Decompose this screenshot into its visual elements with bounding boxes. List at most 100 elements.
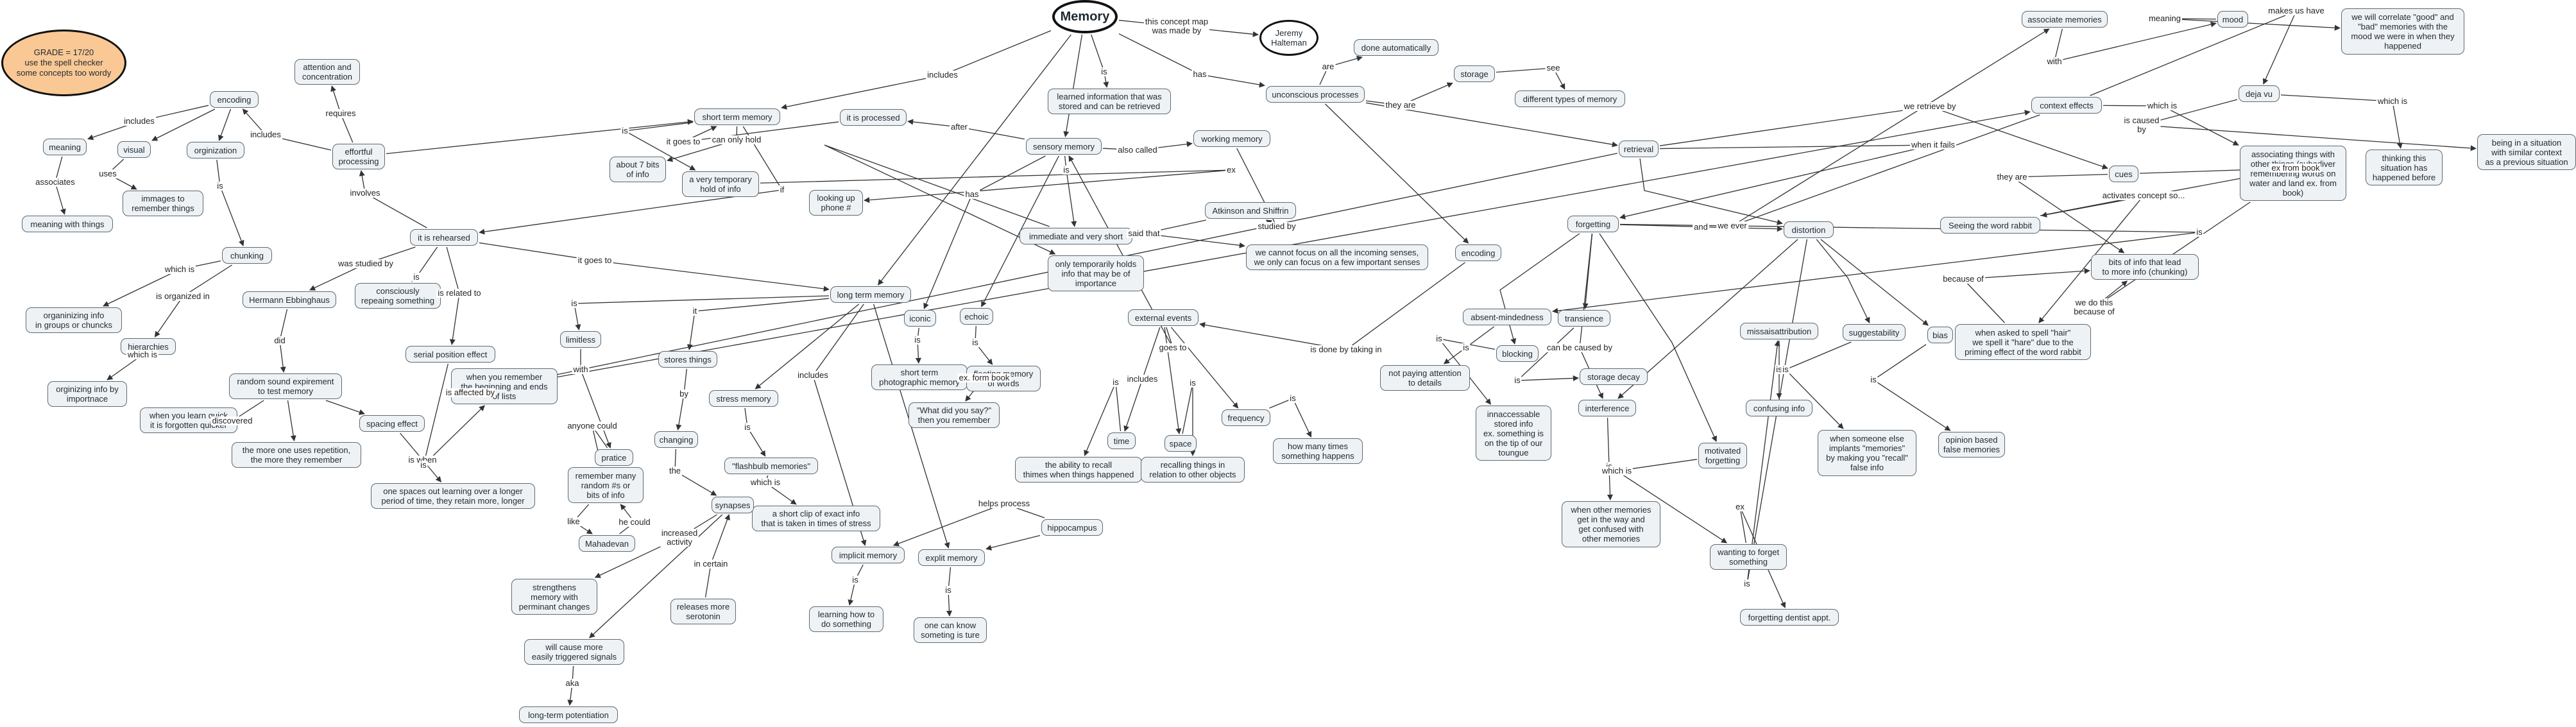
concept-node-title[interactable]: Memory: [1052, 0, 1118, 33]
concept-node-distortion[interactable]: distortion: [1784, 221, 1834, 238]
concept-node-whatsay[interactable]: "What did you say?" then you remember: [908, 402, 1000, 428]
concept-node-blocking[interactable]: blocking: [1496, 345, 1539, 362]
concept-node-organizingchunks[interactable]: organinizing info in groups or chuncks: [26, 307, 122, 333]
concept-node-remembermany[interactable]: remember many random #s or bits of info: [568, 467, 644, 503]
concept-node-shortclip[interactable]: a short clip of exact info that is taken…: [752, 506, 880, 531]
concept-node-organization[interactable]: orginization: [187, 142, 244, 158]
concept-node-howmany[interactable]: how many times something happens: [1273, 438, 1363, 464]
concept-node-consciously[interactable]: consciously repeaing something: [355, 283, 441, 309]
concept-node-absentmind[interactable]: absent-mindedness: [1463, 309, 1551, 325]
concept-node-iconic[interactable]: iconic: [904, 310, 936, 327]
concept-node-grade[interactable]: GRADE = 17/20 use the spell checker some…: [1, 30, 126, 96]
concept-node-randomsound[interactable]: random sound expirement to test memory: [229, 373, 342, 399]
concept-node-sensory[interactable]: sensory memory: [1026, 138, 1102, 155]
concept-node-whenother[interactable]: when other memories get in the way and g…: [1562, 501, 1660, 547]
concept-node-implicit[interactable]: implicit memory: [832, 547, 905, 563]
concept-node-immages[interactable]: immages to remember things: [123, 191, 203, 216]
concept-node-mahadevan[interactable]: Mahadevan: [579, 535, 635, 552]
concept-node-shortphoto[interactable]: short term photographic memory: [871, 364, 968, 390]
concept-node-whenlearn[interactable]: when you learn quick it is forgotten qui…: [140, 407, 237, 433]
concept-node-seeingrabbit[interactable]: Seeing the word rabbit: [1940, 217, 2040, 234]
concept-node-cues[interactable]: cues: [2109, 166, 2138, 182]
concept-node-recalltimes[interactable]: the ability to recall thimes when things…: [1015, 457, 1142, 483]
concept-node-onespaces[interactable]: one spaces out learning over a longer pe…: [371, 483, 535, 509]
concept-node-encoding2[interactable]: encoding: [1455, 244, 1501, 261]
concept-node-correlate[interactable]: we will correlate "good" and "bad" memor…: [2341, 8, 2464, 55]
concept-node-about7[interactable]: about 7 bits of info: [610, 157, 666, 182]
concept-node-changing[interactable]: changing: [654, 431, 698, 448]
concept-node-strengthens[interactable]: strengthens memory with perminant change…: [511, 579, 597, 615]
concept-node-oneknow[interactable]: one can know someting is ture: [914, 617, 987, 643]
concept-node-phone[interactable]: looking up phone #: [809, 190, 863, 216]
concept-node-dentist[interactable]: forgetting dentist appt.: [1740, 609, 1839, 626]
concept-node-explicit[interactable]: explit memory: [918, 549, 985, 566]
concept-node-encoding[interactable]: encoding: [210, 91, 259, 108]
concept-node-dejavu[interactable]: deja vu: [2239, 85, 2280, 102]
concept-node-immediate[interactable]: immediate and very short: [1019, 228, 1132, 244]
concept-node-interference[interactable]: interference: [1578, 400, 1636, 416]
concept-node-stm[interactable]: short term memory: [694, 108, 780, 125]
concept-node-doneauto[interactable]: done automatically: [1354, 39, 1438, 56]
concept-node-retrieval[interactable]: retrieval: [1619, 141, 1659, 157]
concept-node-recallthings[interactable]: recalling things in relation to other ob…: [1141, 457, 1245, 483]
concept-node-unconscious[interactable]: unconscious processes: [1266, 86, 1365, 103]
concept-node-inaccessable[interactable]: innaccessable stored info ex. something …: [1476, 406, 1551, 461]
concept-node-rehearsed[interactable]: it is rehearsed: [410, 229, 478, 246]
concept-node-missattrib[interactable]: missaisattribution: [1740, 323, 1818, 339]
concept-node-storagedecay[interactable]: storage decay: [1580, 368, 1648, 385]
concept-node-bias[interactable]: bias: [1927, 327, 1953, 343]
concept-node-ebbinghaus[interactable]: Hermann Ebbinghaus: [243, 291, 336, 308]
concept-node-meaningthings[interactable]: meaning with things: [22, 216, 113, 232]
concept-node-whenasked[interactable]: when asked to spell "hair" we spell it "…: [1955, 324, 2091, 360]
concept-node-whenremember[interactable]: when you remember the beginning and ends…: [451, 368, 558, 404]
concept-node-whensomeone[interactable]: when someone else implants "memories" by…: [1818, 430, 1916, 476]
concept-node-forgetting[interactable]: forgetting: [1567, 216, 1619, 232]
concept-node-serialpos[interactable]: serial position effect: [405, 346, 495, 363]
concept-node-moreuses[interactable]: the more one uses repetition, the more t…: [232, 442, 361, 468]
concept-node-difftypes[interactable]: different types of memory: [1515, 90, 1625, 107]
concept-node-meaning[interactable]: meaning: [43, 139, 87, 155]
concept-node-temphold[interactable]: a very temporary hold of info: [682, 171, 759, 197]
concept-node-ltpot[interactable]: long-term potentiation: [519, 706, 618, 723]
concept-node-orgimportance[interactable]: orginizing info by importnace: [47, 381, 127, 407]
concept-node-space[interactable]: space: [1164, 435, 1197, 452]
concept-node-transience[interactable]: transience: [1558, 310, 1610, 327]
concept-node-opinion[interactable]: opinion based false memories: [1938, 432, 2005, 458]
concept-node-time[interactable]: time: [1107, 432, 1136, 449]
concept-node-suggest[interactable]: suggestability: [1843, 324, 1906, 341]
concept-node-visual[interactable]: visual: [117, 141, 151, 158]
concept-node-isprocessed[interactable]: it is processed: [840, 109, 907, 126]
concept-node-synapses[interactable]: synapses: [712, 497, 754, 513]
concept-node-flashbulb[interactable]: "flashbulb memories": [724, 458, 818, 474]
concept-node-stores[interactable]: stores things: [658, 351, 717, 368]
concept-node-confusing[interactable]: confusing info: [1746, 400, 1813, 416]
concept-node-wanting[interactable]: wanting to forget something: [1710, 544, 1787, 570]
concept-node-motivated[interactable]: motivated forgetting: [1698, 443, 1747, 468]
concept-node-external[interactable]: external events: [1128, 309, 1198, 326]
concept-node-stressmem[interactable]: stress memory: [709, 390, 778, 407]
concept-node-person[interactable]: Jeremy Halteman: [1259, 20, 1318, 56]
concept-node-echoic[interactable]: echoic: [960, 308, 993, 325]
concept-node-attention[interactable]: attention and concentration: [294, 59, 360, 85]
concept-node-learned[interactable]: learned information that was stored and …: [1048, 89, 1171, 114]
concept-node-chunking[interactable]: chunking: [222, 247, 272, 264]
concept-node-thinkingthis[interactable]: thinking this situation has happened bef…: [2366, 150, 2443, 185]
concept-node-frequency[interactable]: frequency: [1222, 409, 1270, 426]
concept-node-mood[interactable]: mood: [2217, 11, 2248, 28]
concept-node-atkinson[interactable]: Atkinson and Shiffrin: [1205, 202, 1296, 219]
concept-node-ltm[interactable]: long term memory: [830, 286, 911, 303]
concept-node-hippocampus[interactable]: hippocampus: [1041, 519, 1103, 536]
concept-node-working[interactable]: working memory: [1193, 130, 1270, 147]
concept-node-onlytemp[interactable]: only temporarily holds info that may be …: [1048, 255, 1144, 291]
concept-node-beingsituation[interactable]: being in a situation with similar contex…: [2477, 134, 2576, 170]
concept-node-willcause[interactable]: will cause more easily triggered signals: [524, 639, 624, 665]
concept-node-serotonin[interactable]: releases more serotonin: [670, 599, 736, 624]
concept-node-cannotfocus[interactable]: we cannot focus on all the incoming sens…: [1246, 244, 1428, 270]
concept-node-contexteffects[interactable]: context effects: [2031, 97, 2102, 114]
concept-node-storage[interactable]: storage: [1454, 65, 1495, 82]
concept-node-pratice[interactable]: pratice: [595, 449, 633, 466]
concept-node-associatingthings[interactable]: associating things with other things (su…: [2240, 146, 2346, 201]
concept-node-associatememories[interactable]: associate memories: [2022, 11, 2108, 28]
concept-node-bitsofinfo[interactable]: bits of info that lead to more info (chu…: [2091, 254, 2199, 280]
concept-node-learnhow[interactable]: learning how to do something: [809, 606, 883, 632]
